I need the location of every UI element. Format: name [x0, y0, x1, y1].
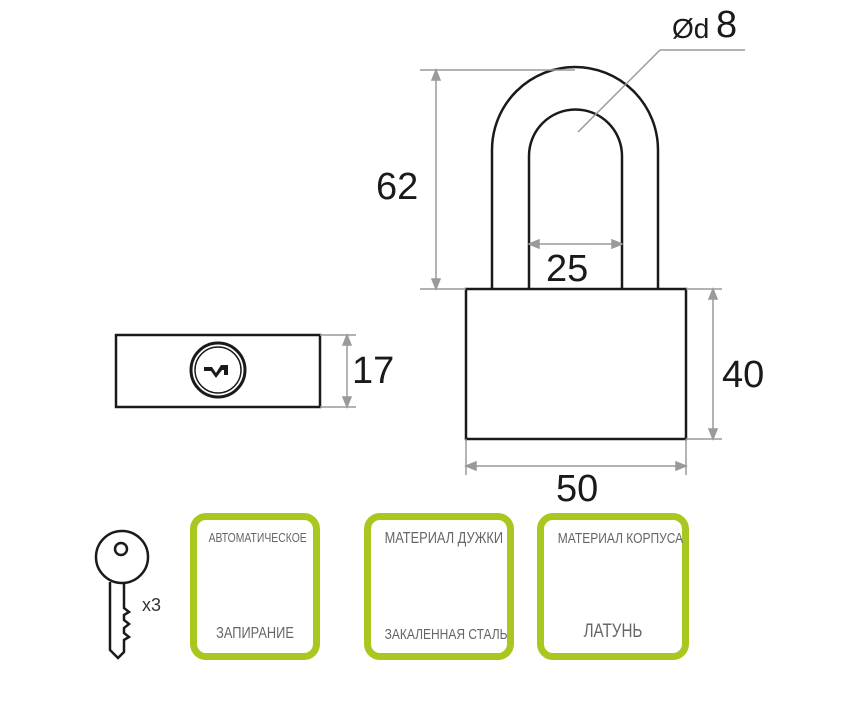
feature-value: ЛАТУНЬ	[583, 621, 643, 642]
feature-card-body-material: МАТЕРИАЛ КОРПУСА ЛАТУНЬ	[537, 513, 689, 660]
feature-card-auto-lock: АВТОМАТИЧЕСКОЕ ЗАПИРАНИЕ	[190, 513, 320, 660]
feature-title: МАТЕРИАЛ КОРПУСА	[557, 530, 684, 547]
shackle-width-label: 25	[546, 248, 589, 290]
dimension-lines	[320, 49, 745, 475]
feature-card-shackle-material: МАТЕРИАЛ ДУЖКИ ЗАКАЛЕННАЯ СТАЛЬ	[364, 513, 514, 660]
key-count-label: x3	[142, 595, 162, 615]
key-icon	[94, 529, 150, 660]
keyhole-icon	[189, 341, 247, 399]
body-height-label: 40	[722, 354, 765, 396]
feature-title: АВТОМАТИЧЕСКОЕ	[208, 530, 307, 545]
shackle-outline	[490, 65, 660, 289]
feature-title: МАТЕРИАЛ ДУЖКИ	[384, 530, 504, 547]
body-width-label: 50	[556, 468, 599, 510]
shackle-height-label: 62	[376, 166, 419, 208]
diameter-value-label: 8	[716, 4, 738, 46]
feature-value: ЗАПИРАНИЕ	[216, 625, 294, 642]
diameter-prefix-label: Ød	[672, 13, 710, 44]
lock-body-front	[464, 287, 688, 441]
feature-value: ЗАКАЛЕННАЯ СТАЛЬ	[384, 626, 508, 643]
shackle-inner-outline	[527, 108, 624, 289]
body-thickness-label: 17	[352, 350, 395, 392]
